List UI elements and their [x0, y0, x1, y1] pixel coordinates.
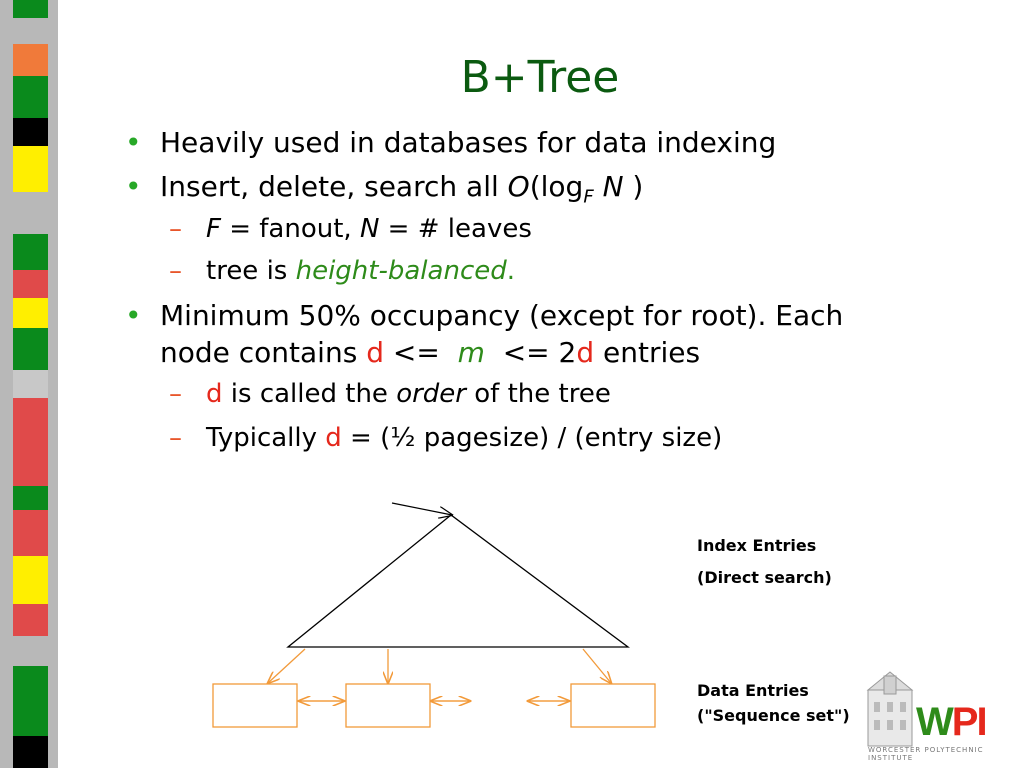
strip-block [13, 442, 48, 486]
bullet-text-line2: node contains [160, 336, 367, 369]
dash-icon: – [169, 379, 182, 409]
wpi-logo-subtitle: WORCESTER POLYTECHNIC INSTITUTE [868, 746, 984, 762]
strip-block [13, 328, 48, 370]
leaf-box-2 [345, 683, 431, 728]
strip-block [13, 146, 48, 192]
strip-block [13, 556, 48, 604]
sequence-set-label: ("Sequence set") [697, 706, 850, 725]
strip-block [13, 398, 48, 442]
strip-block [13, 604, 48, 636]
bullet-occupancy: • Minimum 50% occupancy (except for root… [125, 297, 960, 371]
decorative-strip [0, 0, 58, 768]
strip-block [13, 44, 48, 76]
bullet-dot-icon: • [125, 170, 142, 203]
big-o: O [507, 170, 530, 203]
wpi-logo-text: WPI [916, 700, 988, 745]
var-f: F [206, 214, 221, 244]
index-entries-label: Index Entries [697, 536, 817, 555]
bullet-text-line1: Minimum 50% occupancy (except for root).… [160, 299, 844, 332]
dash-icon: – [169, 256, 182, 286]
strip-block [13, 0, 48, 18]
data-entries-label: Data Entries [697, 681, 809, 700]
bullet-dot-icon: • [125, 299, 142, 332]
leaf-box-3 [570, 683, 656, 728]
sub-text: = fanout, [220, 214, 360, 244]
leq: <= [383, 336, 458, 369]
strip-block [13, 298, 48, 328]
var-d: d [206, 379, 223, 409]
sub-text: is called the [222, 379, 397, 409]
wpi-logo-icon [866, 671, 914, 747]
log-base: F [583, 186, 594, 208]
sub-text-end: = # leaves [379, 214, 532, 244]
formula-text: = (½ pagesize) / (entry size) [341, 423, 723, 453]
left-down-arrow [268, 648, 306, 683]
sub-text-end: of the tree [465, 379, 611, 409]
log-arg: N [602, 170, 624, 203]
log-text: (log [529, 170, 584, 203]
sub-order: – d is called the order of the tree [169, 377, 611, 411]
close-paren: ) [623, 170, 644, 203]
logo-w: W [916, 700, 954, 744]
dash-icon: – [169, 423, 182, 453]
bullet-databases: • Heavily used in databases for data ind… [125, 124, 777, 161]
bullet-text: Heavily used in databases for data index… [160, 126, 777, 159]
leaf-box-1 [212, 683, 298, 728]
strip-block [13, 118, 48, 146]
strip-block [13, 370, 48, 398]
strip-block [13, 270, 48, 298]
strip-block [13, 76, 48, 118]
period: . [506, 256, 515, 286]
strip-block [13, 486, 48, 510]
leq2: <= 2 [484, 336, 577, 369]
entries-text: entries [594, 336, 701, 369]
order-word: order [396, 379, 466, 409]
strip-block [13, 706, 48, 736]
index-triangle [286, 514, 630, 648]
root-pointer [391, 502, 452, 515]
var-d: d [325, 423, 342, 453]
var-d: d [366, 336, 384, 369]
var-n: N [359, 214, 380, 244]
sub-text: Typically [206, 423, 326, 453]
bullet-dot-icon: • [125, 126, 142, 159]
sub-balanced: – tree is height-balanced. [169, 254, 515, 288]
bullet-text: Insert, delete, search all [160, 170, 508, 203]
var-m: m [457, 336, 485, 369]
strip-block [13, 234, 48, 270]
strip-block [13, 666, 48, 706]
bullet-complexity: • Insert, delete, search all O(logF N ) [125, 168, 644, 216]
height-balanced: height-balanced [295, 256, 507, 286]
sub-fanout: – F = fanout, N = # leaves [169, 212, 532, 246]
var-d2: d [576, 336, 595, 369]
direct-search-label: (Direct search) [697, 568, 832, 587]
right-down-arrow [582, 648, 611, 683]
sub-typically: – Typically d = (½ pagesize) / (entry si… [169, 421, 723, 455]
strip-block [13, 510, 48, 556]
sub-text: tree is [206, 256, 296, 286]
dash-icon: – [169, 214, 182, 244]
strip-block [13, 736, 48, 768]
logo-pi: PI [951, 700, 988, 744]
page-title: B+Tree [460, 52, 620, 103]
